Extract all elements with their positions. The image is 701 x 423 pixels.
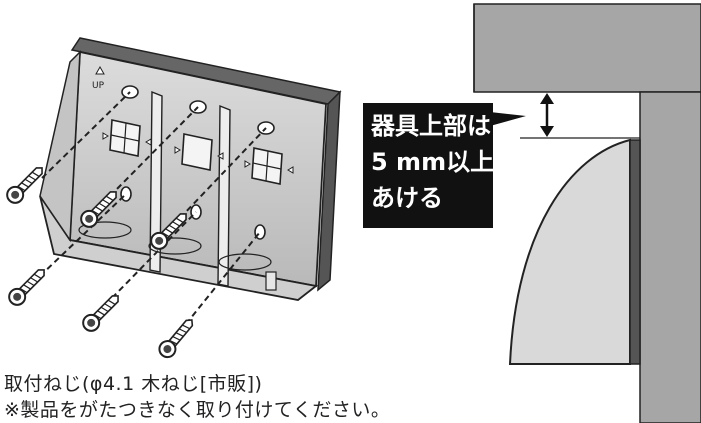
up-label: UP (92, 81, 105, 91)
mounting-bracket: UP (39, 37, 342, 301)
screw-icon (155, 313, 199, 362)
callout-line-1: 器具上部は (371, 112, 491, 140)
double-arrow-icon (540, 93, 554, 137)
wall (639, 91, 701, 423)
fixture (508, 138, 631, 365)
callout-line-2: 5 mm以上 (371, 148, 495, 176)
callout-line-3: あける (371, 184, 443, 212)
installation-note: ※製品をがたつきなく取り付けてください。 (4, 399, 391, 421)
screw-guide-lines (39, 91, 267, 325)
screw-spec-caption: 取付ねじ(φ4.1 木ねじ[市販]) (4, 373, 263, 395)
screw-icon (78, 289, 125, 336)
screw-icon (4, 263, 51, 310)
ceiling (473, 3, 701, 93)
gap-callout: 器具上部は 5 mm以上 あける (363, 103, 495, 228)
callout-pointer (490, 112, 526, 126)
wall-section (473, 3, 701, 423)
